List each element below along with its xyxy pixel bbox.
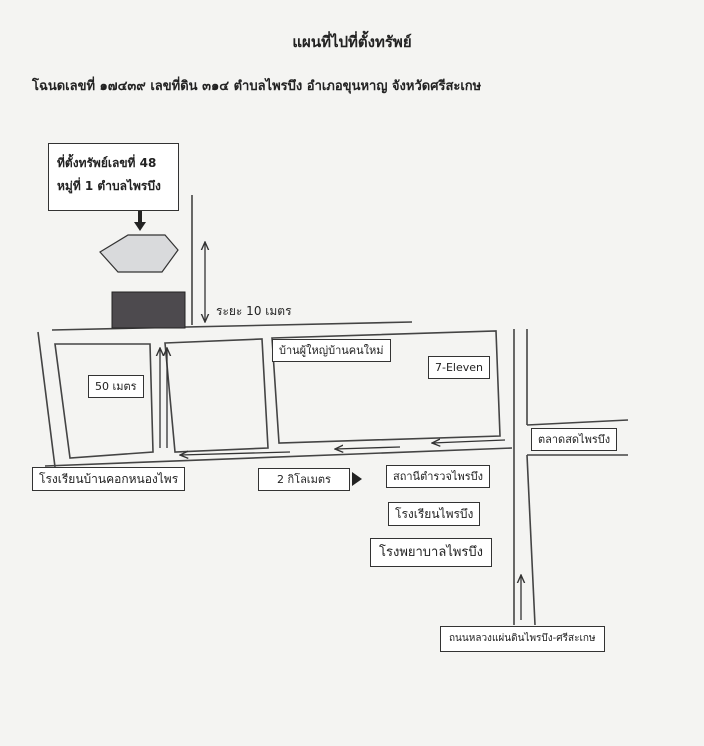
property-marker-shape xyxy=(99,234,179,273)
label-highway: ถนนหลวงแผ่นดินไพรบึง-ศรีสะเกษ xyxy=(440,626,605,652)
route-arrow-main-b xyxy=(335,447,401,449)
callout-arrow-head xyxy=(134,222,146,231)
distance-10m-label: ระยะ 10 เมตร xyxy=(216,304,292,318)
label-school-phrai-bueng: โรงเรียนไพรบึง xyxy=(388,502,481,526)
road-left-edge xyxy=(37,331,56,468)
label-market: ตลาดสดไพรบึง xyxy=(531,428,618,451)
label-hospital: โรงพยาบาลไพรบึง xyxy=(370,538,493,567)
block-right xyxy=(271,330,501,444)
road-market-edge-top xyxy=(526,419,629,426)
property-building xyxy=(111,291,186,329)
property-callout: ที่ตั้งทรัพย์เลขที่ 48 หมู่ที่ 1 ตำบลไพร… xyxy=(48,143,179,211)
distance-2km-arrow-right xyxy=(352,472,362,486)
road-top-edge xyxy=(51,321,413,331)
label-distance-50m: 50 เมตร xyxy=(88,375,144,398)
label-seven-eleven: 7-Eleven xyxy=(428,356,490,379)
page-title: แผนที่ไปที่ตั้งทรัพย์ xyxy=(292,33,412,51)
route-arrow-main-a xyxy=(180,452,291,455)
road-main-edge xyxy=(44,447,513,467)
route-arrow-main-c xyxy=(432,440,506,443)
property-callout-line1: ที่ตั้งทรัพย์เลขที่ 48 xyxy=(57,156,157,170)
label-village-chief: บ้านผู้ใหญ่บ้านคนใหม่ xyxy=(272,339,391,362)
label-school-baan-khok: โรงเรียนบ้านคอกหนองไพร xyxy=(32,467,186,491)
highway-edge-right-lower xyxy=(526,454,536,626)
deed-subtitle: โฉนดเลขที่ ๑๗๔๓๙ เลขที่ดิน ๓๑๔ ตำบลไพรบึ… xyxy=(32,79,482,94)
label-distance-2km: 2 กิโลเมตร xyxy=(258,468,350,491)
block-middle xyxy=(164,338,269,453)
block-left xyxy=(54,343,154,459)
label-police-station: สถานีตำรวจไพรบึง xyxy=(386,465,490,488)
property-callout-line2: หมู่ที่ 1 ตำบลไพรบึง xyxy=(57,178,161,193)
